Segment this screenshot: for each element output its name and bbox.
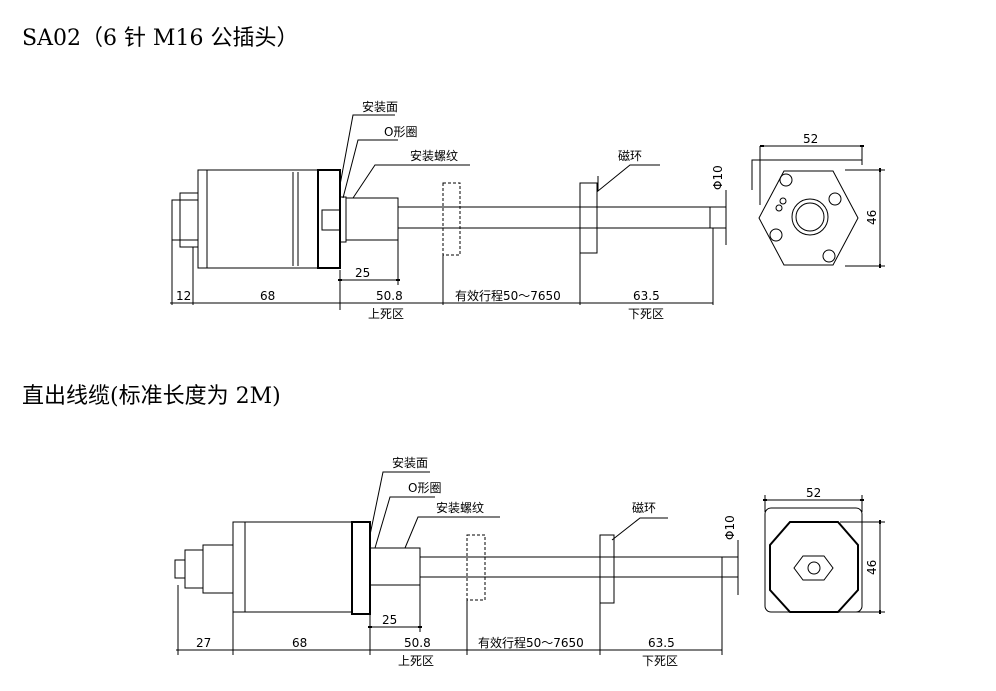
- dim-connector: 12: [176, 289, 191, 303]
- dim-top-dead: 50.8: [376, 289, 403, 303]
- zone-top-dead-2: 上死区: [398, 654, 434, 668]
- zone-top-dead: 上死区: [368, 307, 404, 321]
- label-magnet-ring: 磁环: [618, 148, 642, 163]
- label-mount-thread-2: 安装螺纹: [436, 500, 484, 515]
- dim-height-2: 46: [865, 560, 879, 575]
- dim-top-dead-2: 50.8: [404, 636, 431, 650]
- dim-thread-2: 25: [382, 613, 397, 627]
- dim-body: 68: [260, 289, 275, 303]
- label-o-ring-2: O形圈: [408, 481, 441, 495]
- label-mount-thread: 安装螺纹: [410, 148, 458, 163]
- sensor-side-view-top: [170, 114, 885, 310]
- zone-bottom-dead: 下死区: [628, 307, 664, 321]
- dim-body-2: 68: [292, 636, 307, 650]
- label-magnet-ring-2: 磁环: [632, 500, 656, 515]
- section-title-sa02: SA02（6 针 M16 公插头）: [22, 26, 299, 51]
- label-rod-diameter-2: Φ10: [723, 515, 737, 540]
- zone-bottom-dead-2: 下死区: [642, 654, 678, 668]
- labels-cable: 安装面 O形圈 安装螺纹 磁环 Φ10 27 68 25 50.8 有效行程50…: [196, 455, 879, 668]
- label-mount-face-2: 安装面: [392, 455, 428, 470]
- label-mount-face: 安装面: [362, 99, 398, 114]
- dim-stroke-2: 有效行程50～7650: [478, 635, 584, 650]
- label-rod-diameter: Φ10: [711, 165, 725, 190]
- sensor-side-view-cable: [174, 471, 885, 655]
- label-o-ring: O形圈: [384, 125, 417, 139]
- section-title-cable: 直出线缆(标准长度为 2M): [22, 384, 281, 409]
- labels-top: 安装面 O形圈 安装螺纹 磁环 Φ10 12 68 25 50.8 有效行程50…: [176, 99, 879, 321]
- dim-height: 46: [865, 210, 879, 225]
- dim-bottom-dead-2: 63.5: [648, 636, 675, 650]
- dim-connector-2: 27: [196, 636, 211, 650]
- dim-thread: 25: [355, 266, 370, 280]
- dim-width-2: 52: [806, 486, 821, 500]
- dim-bottom-dead: 63.5: [633, 289, 660, 303]
- dim-stroke: 有效行程50～7650: [455, 288, 561, 303]
- dim-width: 52: [803, 132, 818, 146]
